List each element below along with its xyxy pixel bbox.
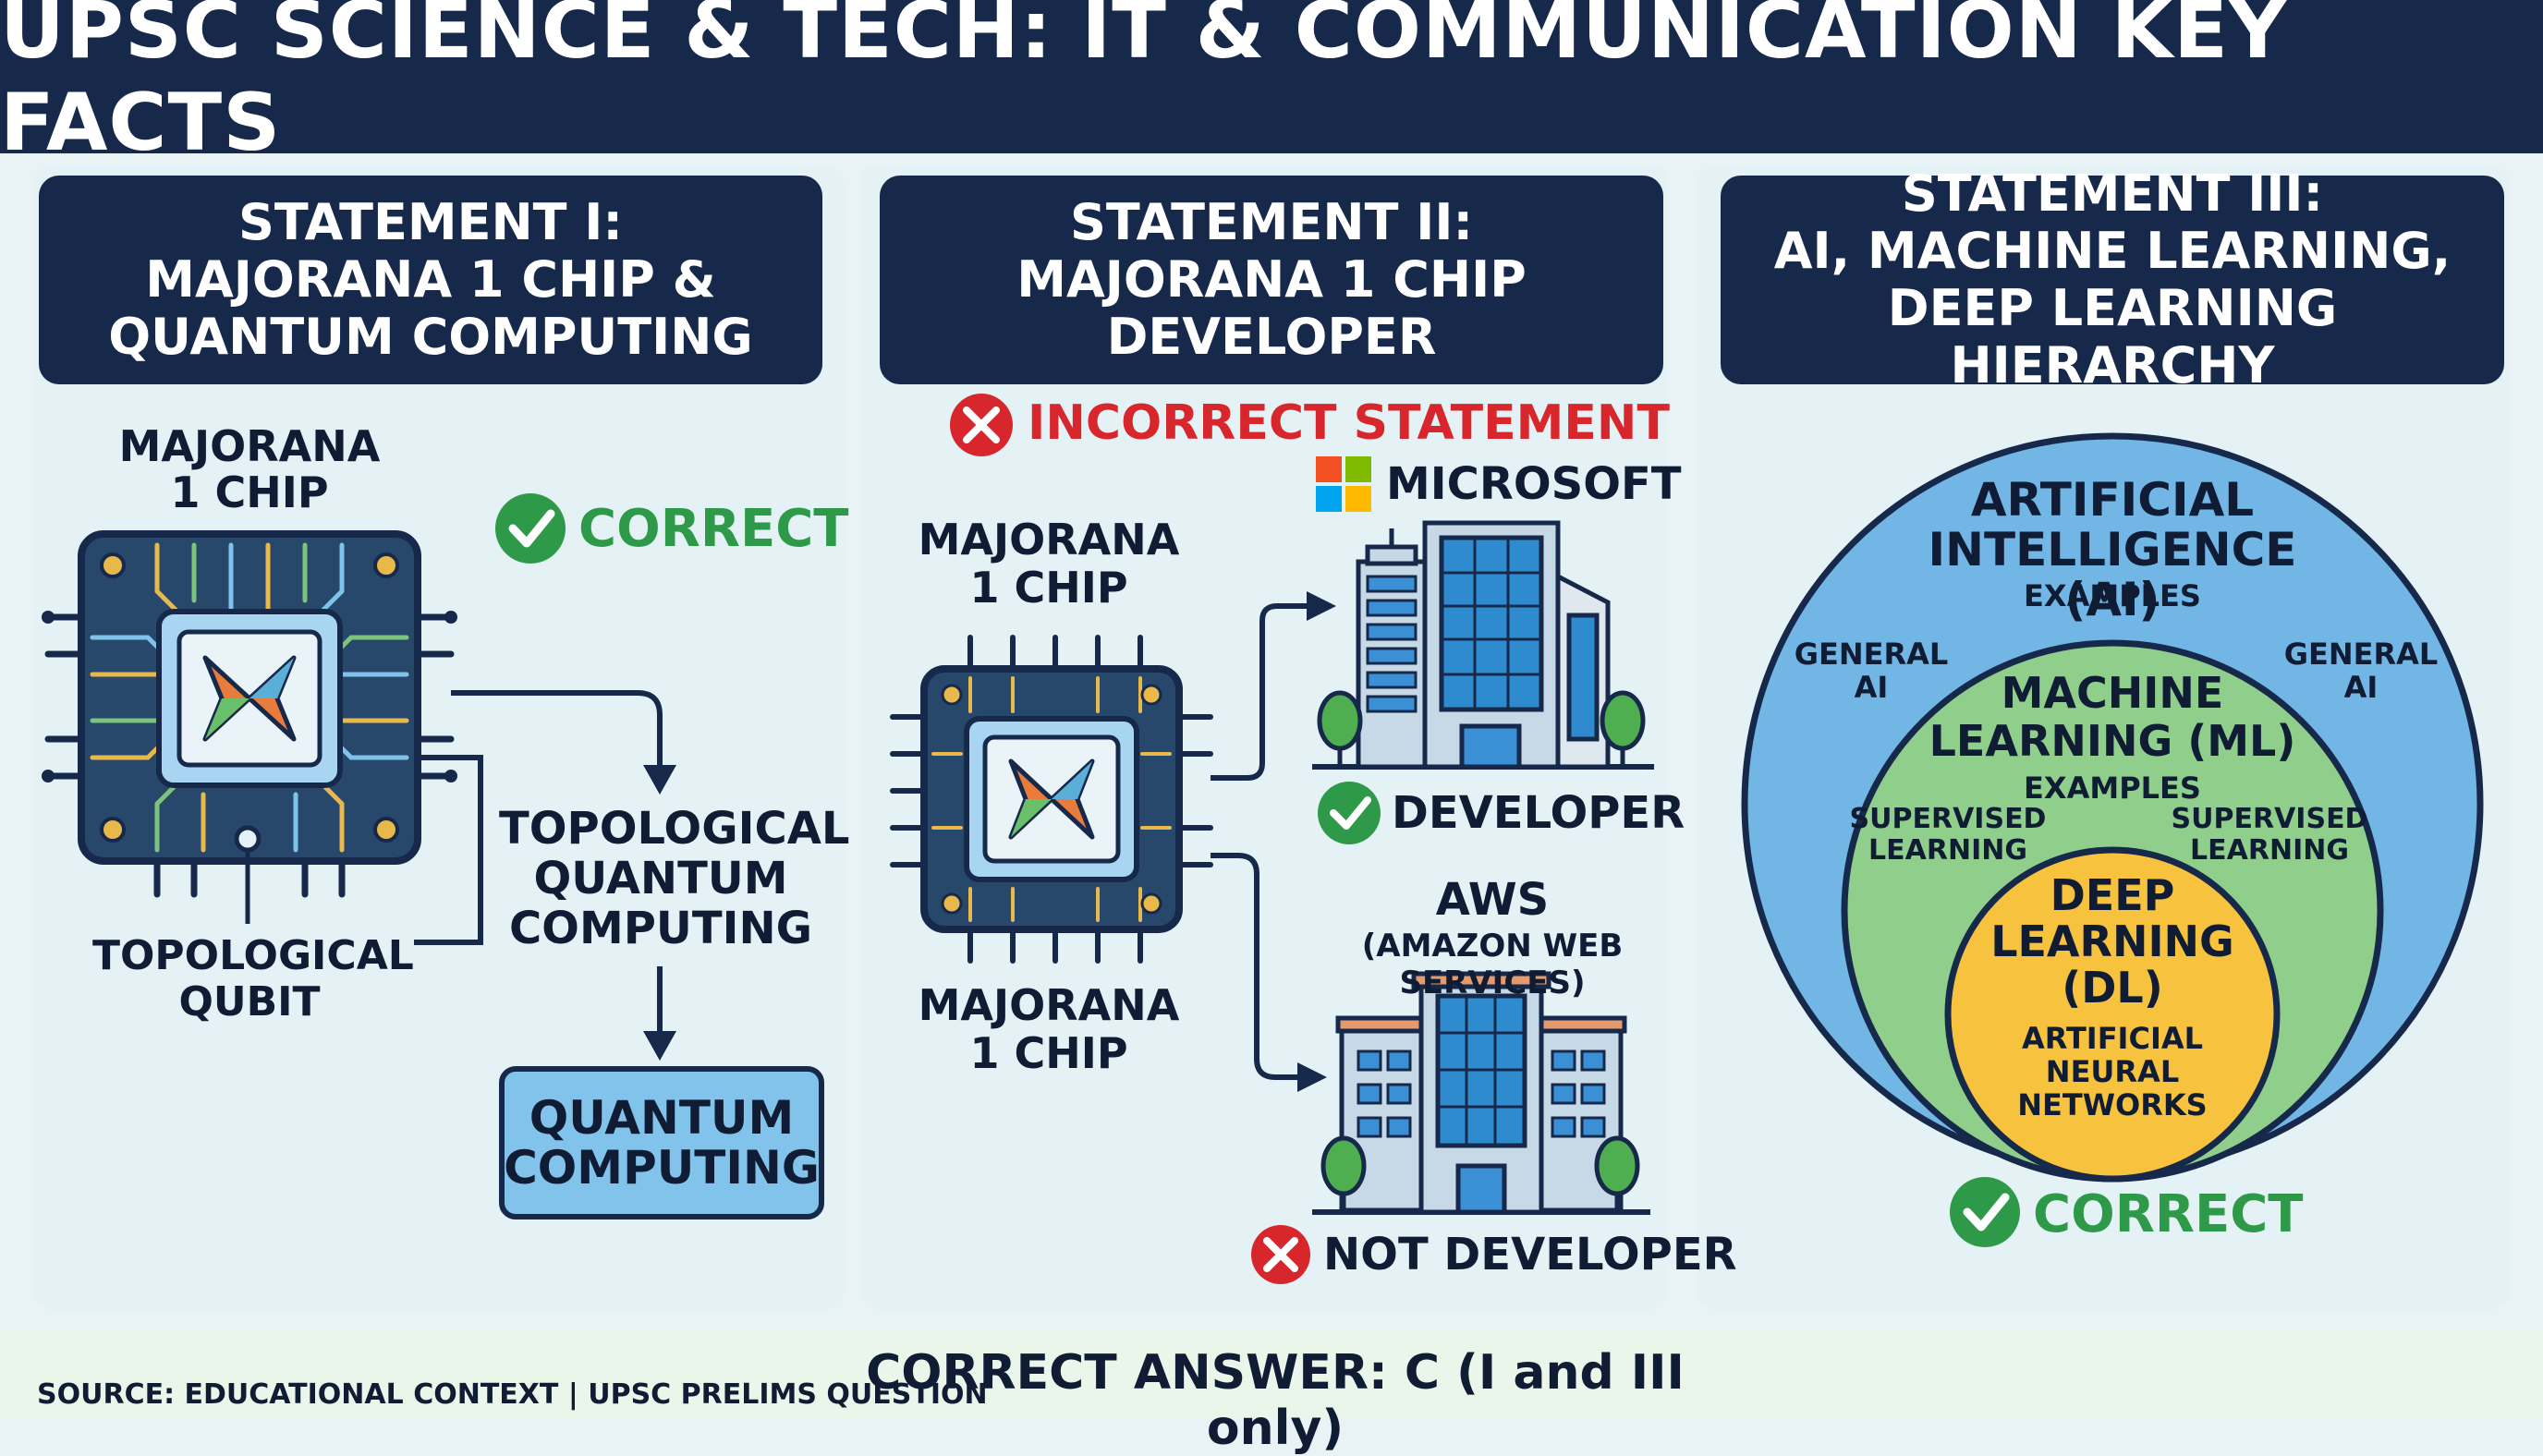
- correct-label-3: CORRECT: [2033, 1184, 2304, 1244]
- microsoft-label: MICROSOFT: [1386, 458, 1682, 510]
- statement-2-title: STATEMENT II: MAJORANA 1 CHIP DEVELOPER: [880, 176, 1663, 384]
- majorana-chip-icon-2: [890, 635, 1213, 964]
- topological-qubit-label: TOPOLOGICAL QUBIT: [92, 932, 414, 1025]
- dl-label: DEEP LEARNING (DL): [1990, 870, 2234, 1013]
- cross-icon: [1251, 1225, 1310, 1284]
- correct-answer: CORRECT ANSWER: C (I and III only): [866, 1345, 1685, 1456]
- flow-arrows-panel-2: [1211, 603, 1308, 1080]
- ai-label: ARTIFICIAL INTELLIGENCE (AI): [1928, 473, 2297, 626]
- aws-full-name-label: (AMAZON WEB SERVICES): [1361, 928, 1624, 1001]
- developer-label: DEVELOPER: [1392, 787, 1685, 839]
- ml-label: MACHINE LEARNING (ML): [1929, 668, 2296, 766]
- general-ai-right-label: GENERAL AI: [2283, 637, 2439, 705]
- ai-hierarchy-diagram: [1741, 432, 2484, 1183]
- check-icon: [1318, 782, 1381, 844]
- general-ai-left-label: GENERAL AI: [1794, 637, 1949, 705]
- ml-examples-label: EXAMPLES: [2024, 770, 2201, 806]
- diagram-graphics: [42, 394, 2484, 1284]
- flow-arrows-panel-1: [414, 690, 663, 1033]
- supervised-right-label: SUPERVISED LEARNING: [2171, 803, 2368, 867]
- incorrect-statement-label: INCORRECT STATEMENT: [1028, 395, 1670, 451]
- not-developer-label: NOT DEVELOPER: [1323, 1229, 1737, 1280]
- aws-label: AWS: [1435, 874, 1550, 926]
- topological-quantum-computing-label: TOPOLOGICAL QUANTUM COMPUTING: [499, 803, 850, 954]
- supervised-left-label: SUPERVISED LEARNING: [1849, 803, 2047, 867]
- cross-icon: [950, 394, 1013, 456]
- statement-3-title: STATEMENT III: AI, MACHINE LEARNING, DEE…: [1721, 165, 2504, 394]
- chip-label-top: MAJORANA 1 CHIP: [918, 515, 1180, 613]
- correct-label: CORRECT: [578, 499, 849, 559]
- majorana-chip-icon-1: [42, 530, 457, 924]
- quantum-computing-box: QUANTUM COMPUTING: [499, 1066, 824, 1219]
- check-icon: [495, 493, 566, 564]
- page-title: UPSC SCIENCE & TECH: IT & COMMUNICATION …: [0, 0, 2543, 169]
- statement-1-title: STATEMENT I: MAJORANA 1 CHIP & QUANTUM C…: [39, 176, 822, 384]
- check-icon: [1950, 1177, 2020, 1247]
- microsoft-building-icon: [1312, 520, 1654, 770]
- footer: [0, 1330, 2543, 1419]
- aws-building-icon: [1312, 971, 1650, 1215]
- chip-label: MAJORANA 1 CHIP: [118, 421, 381, 517]
- ai-examples-label: EXAMPLES: [2024, 578, 2201, 613]
- source-note: SOURCE: EDUCATIONAL CONTEXT | UPSC PRELI…: [37, 1378, 988, 1411]
- ann-label: ARTIFICIAL NEURAL NETWORKS: [2017, 1021, 2208, 1122]
- chip-label-bottom: MAJORANA 1 CHIP: [918, 980, 1180, 1078]
- microsoft-logo-icon: [1316, 456, 1371, 512]
